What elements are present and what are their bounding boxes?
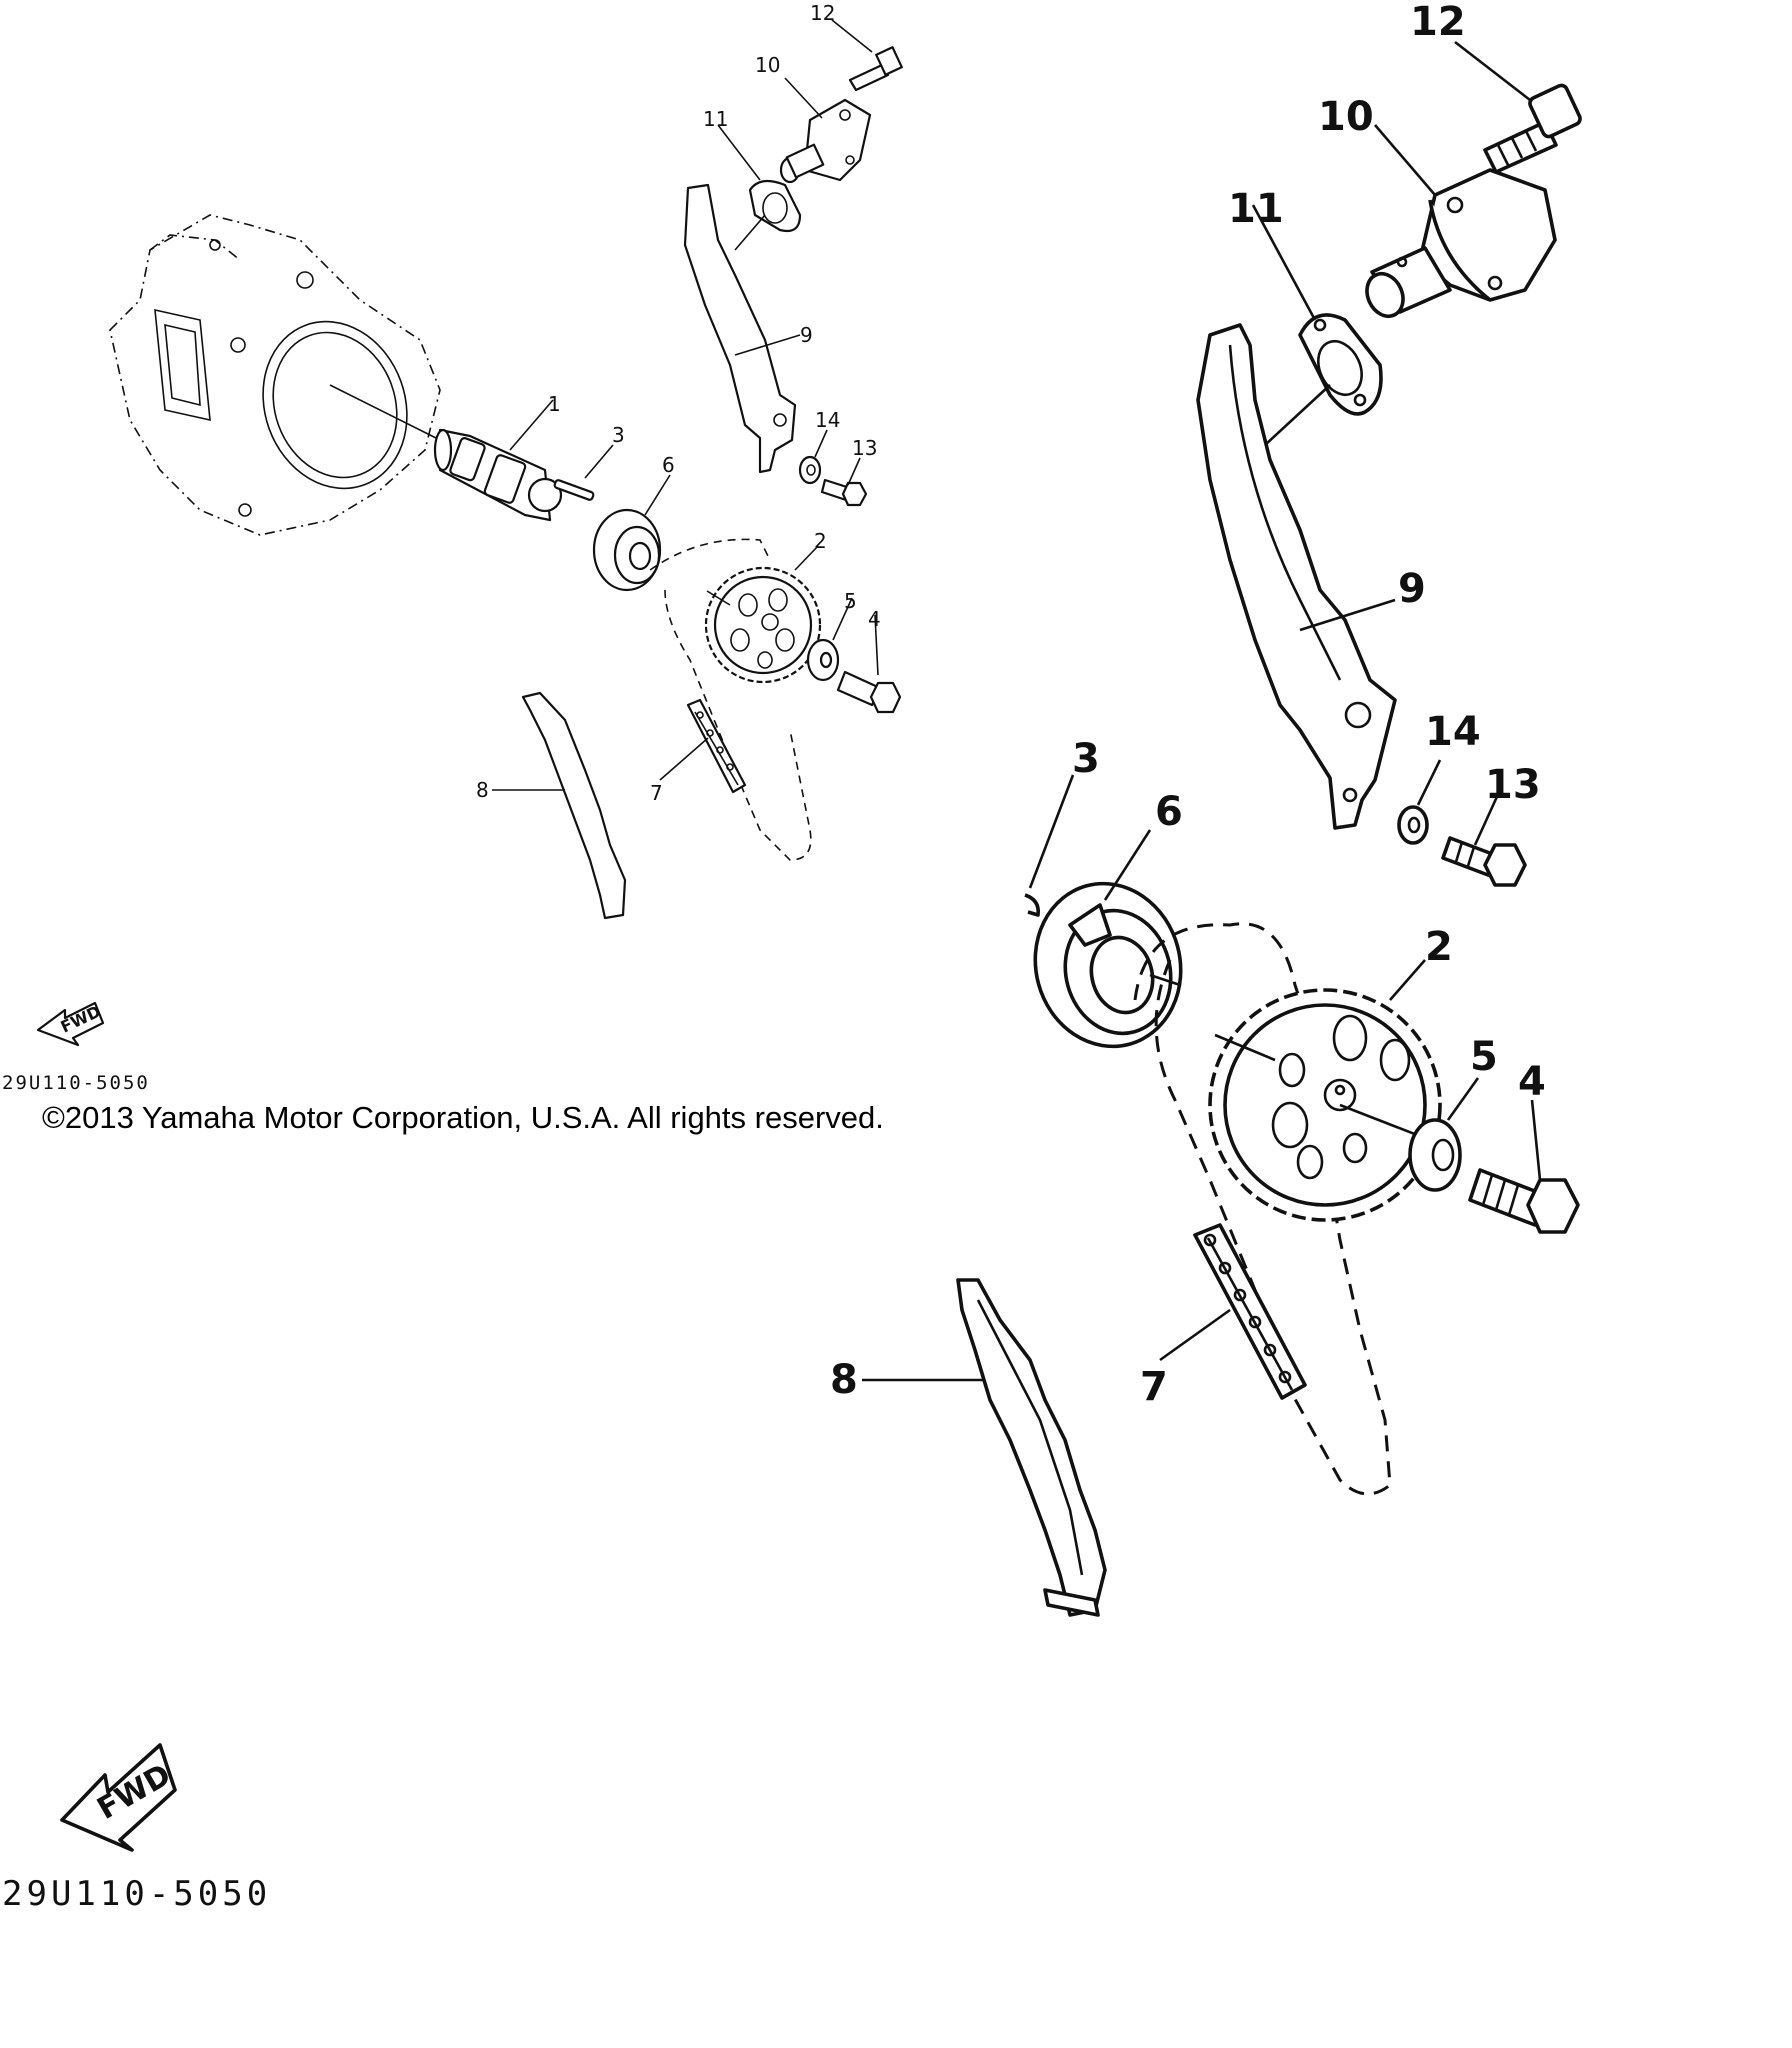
detail-timing-chain: [1193, 1223, 1307, 1400]
callout-5: 5: [844, 589, 857, 613]
detail-bearing: [1033, 881, 1183, 1049]
detail-small-bolt: [1441, 836, 1527, 887]
callout-10: 10: [755, 53, 780, 77]
chain-outline: [649, 538, 812, 861]
washer: [806, 638, 840, 682]
detail-chain-guide: [956, 1278, 1107, 1617]
callout-9: 9: [800, 323, 813, 347]
callout-11: 11: [703, 107, 728, 131]
detail-washer: [1408, 1118, 1462, 1192]
tensioner-arm: [683, 183, 797, 474]
overview-diagram: 1 2 3 4 5 6 7 8 9 10 11 12 13 14 FWD 29U…: [2, 1, 903, 1135]
small-bolt: [820, 478, 868, 507]
detail-callout-13: 13: [1485, 762, 1541, 808]
detail-callout-14: 14: [1425, 709, 1481, 755]
detail-callout-10: 10: [1318, 94, 1374, 140]
detail-callout-12: 12: [1410, 0, 1466, 45]
camshaft: [433, 428, 563, 522]
detail-tensioner-bolt: [1483, 83, 1582, 174]
detail-callout-5: 5: [1470, 1034, 1498, 1080]
bolt: [836, 670, 902, 714]
callout-7: 7: [650, 781, 663, 805]
copyright-text: ©2013 Yamaha Motor Corporation, U.S.A. A…: [42, 1100, 884, 1135]
chain-guide: [521, 691, 627, 920]
callout-13: 13: [852, 436, 877, 460]
detail-callout-8: 8: [830, 1357, 858, 1403]
detail-bolt: [1468, 1168, 1580, 1234]
detail-chain-loop: [1154, 959, 1392, 1496]
callout-1: 1: [548, 392, 561, 416]
callout-3: 3: [612, 423, 625, 447]
detail-callout-11: 11: [1228, 186, 1284, 232]
callout-14: 14: [815, 408, 840, 432]
leader-1: [509, 399, 554, 451]
diagram-code-large: 29U110-5050: [2, 1874, 271, 1914]
timing-chain: [686, 698, 747, 794]
detail-pin: [1024, 893, 1041, 917]
detail-cam-sprocket: [1208, 988, 1442, 1222]
diagram-code-small: 29U110-5050: [2, 1072, 150, 1094]
detail-gasket: [1298, 313, 1383, 416]
detail-small-washer: [1397, 805, 1429, 845]
detail-callout-4: 4: [1518, 1059, 1546, 1105]
fwd-arrow-large: FWD: [60, 1743, 177, 1852]
detail-callout-7: 7: [1140, 1364, 1168, 1410]
pin: [553, 479, 595, 501]
detail-callout-3: 3: [1072, 736, 1100, 782]
callout-2: 2: [814, 529, 827, 553]
tensioner-bolt: [848, 46, 903, 92]
callout-8: 8: [476, 778, 489, 802]
detail-chain-top: [1133, 922, 1302, 1001]
cam-sprocket: [704, 566, 822, 684]
detail-callout-9: 9: [1398, 566, 1426, 612]
cylinder-head: [109, 214, 441, 536]
detail-callout-6: 6: [1155, 789, 1183, 835]
callout-6: 6: [662, 453, 675, 477]
chain-tensioner: [779, 98, 872, 184]
bearing: [592, 508, 662, 592]
detail-callout-2: 2: [1425, 924, 1453, 970]
small-washer: [798, 455, 822, 485]
callout-12: 12: [810, 1, 835, 25]
callout-4: 4: [868, 607, 881, 631]
detail-chain-tensioner: [1365, 168, 1557, 318]
detail-diagram: 2 3 4 5 6 7 8 9 10 11 12 13 14 FWD 29U11…: [2, 0, 1582, 1914]
fwd-arrow-small: FWD: [36, 1002, 105, 1047]
